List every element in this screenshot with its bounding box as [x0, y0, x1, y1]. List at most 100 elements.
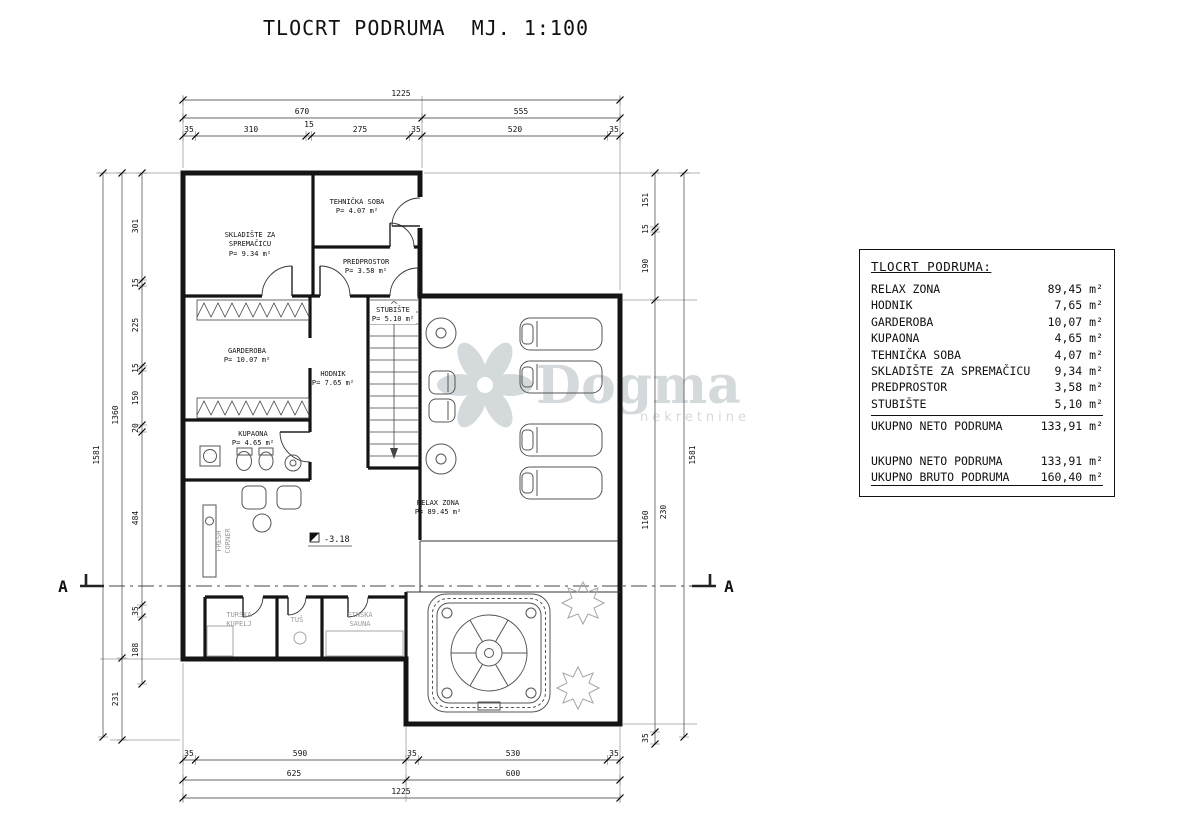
dim-label: 225: [131, 318, 140, 333]
relax-furniture: [425, 317, 603, 500]
lounger-icon: [519, 317, 603, 351]
armchair-icon: [241, 485, 267, 510]
dim-label: 275: [353, 125, 368, 134]
sauna-benches: [206, 625, 404, 657]
side-table-icon: [252, 513, 272, 533]
legend-row-label: GARDEROBA: [871, 314, 934, 329]
dim-label: 1581: [92, 445, 101, 464]
room-label-garderoba: GARDEROBA: [228, 347, 267, 355]
watermark: Dogma nekretnine: [437, 342, 750, 428]
armchair-icon: [276, 485, 302, 510]
dim-label: 15: [131, 278, 140, 288]
room-area-relax-zona: P= 89.45 m²: [415, 508, 461, 516]
dimension-extension-lines: [96, 96, 700, 802]
dim-label: 150: [131, 391, 140, 406]
lounger-icon: [519, 360, 603, 394]
dim-label: 670: [295, 107, 310, 116]
room-label-fresh-corner: CORNER: [224, 528, 232, 554]
chair-icon: [428, 370, 456, 395]
dim-label: 301: [131, 219, 140, 234]
room-label-turska-kupelj: KUPELJ: [226, 620, 251, 628]
dim-label: 35: [641, 733, 650, 743]
dim-label: 190: [641, 259, 650, 274]
dim-label: 1581: [688, 445, 697, 464]
legend-subtotal-label: UKUPNO NETO PODRUMA: [871, 419, 1003, 434]
dim-label: 1160: [641, 510, 650, 529]
room-label-skladiste: SPREMAČICU: [229, 239, 271, 248]
dim-label: 15: [641, 224, 650, 234]
bidet-icon: [258, 447, 274, 456]
jacuzzi: [427, 593, 551, 713]
lounger-icon: [519, 466, 603, 500]
plant-icon: [555, 665, 601, 711]
legend-row-label: KUPAONA: [871, 331, 920, 346]
room-area-stubiste: P= 5.10 m²: [372, 315, 414, 323]
legend-total-value: 160,40 m²: [1040, 470, 1103, 485]
room-label-finska-sauna: FINSKA: [347, 611, 373, 619]
round-table-icon: [425, 317, 457, 349]
dim-label: 231: [111, 692, 120, 707]
legend-gap: [871, 435, 1103, 453]
room-label-hodnik: HODNIK: [320, 370, 346, 378]
legend-subtotal-value: 133,91 m²: [1040, 419, 1103, 434]
dim-label: 15: [131, 363, 140, 373]
shower-drain-icon: [293, 631, 307, 645]
sink-icon: [284, 454, 302, 472]
legend-row-value: 7,65 m²: [1054, 298, 1103, 313]
round-table-icon: [425, 443, 457, 475]
spa-steps-icon: [477, 701, 501, 711]
room-label-finska-sauna: SAUNA: [349, 620, 371, 628]
bathroom-fixtures: [199, 445, 302, 472]
wardrobes: [196, 299, 310, 419]
dimension-lines: 1225 670 555 35 310 15 275 35 520 35 35 …: [92, 89, 697, 804]
legend-row-label: PREDPROSTOR: [871, 380, 948, 395]
legend-row-value: 9,34 m²: [1054, 364, 1103, 379]
drawing-title: TLOCRT PODRUMA MJ. 1:100: [263, 16, 590, 40]
legend-row: TEHNIČKA SOBA 4,07 m²: [871, 347, 1103, 363]
legend-row-label: STUBIŠTE: [871, 396, 927, 411]
watermark-tagline-text: nekretnine: [640, 410, 750, 425]
legend-total-neto: UKUPNO NETO PODRUMA 133,91 m²: [871, 453, 1103, 469]
dim-label: 625: [287, 769, 302, 778]
dim-label: 1360: [111, 405, 120, 424]
legend-row-value: 10,07 m²: [1047, 314, 1103, 329]
dim-label: 1225: [391, 787, 410, 796]
dim-label: 555: [514, 107, 529, 116]
legend-panel: TLOCRT PODRUMA: RELAX ZONA 89,45 m² HODN…: [859, 249, 1115, 498]
legend-total-label: UKUPNO BRUTO PODRUMA: [871, 470, 1010, 485]
washer-icon: [199, 445, 221, 467]
plants: [555, 580, 606, 711]
toilet-icon: [236, 447, 253, 456]
counter-icon: [202, 504, 217, 578]
dim-label: 188: [131, 643, 140, 658]
legend-row: KUPAONA 4,65 m²: [871, 330, 1103, 346]
section-line: A A: [58, 574, 734, 596]
dim-label: 35: [184, 125, 194, 134]
dim-label: 35: [411, 125, 421, 134]
legend-row: SKLADIŠTE ZA SPREMAČICU 9,34 m²: [871, 363, 1103, 379]
dim-label: 590: [293, 749, 308, 758]
dim-label: 151: [641, 193, 650, 208]
dim-label: 35: [184, 749, 194, 758]
chair-icon: [428, 398, 456, 423]
room-label-kupaona: KUPAONA: [238, 430, 268, 438]
room-label-turska-kupelj: TURSKA: [226, 611, 252, 619]
room-area-garderoba: P= 10.07 m²: [224, 356, 270, 364]
legend-row-label: TEHNIČKA SOBA: [871, 347, 962, 362]
interior-walls: [183, 173, 422, 659]
room-area-kupaona: P= 4.65 m²: [232, 439, 274, 447]
legend-title: TLOCRT PODRUMA:: [871, 259, 992, 274]
room-label-skladiste: SKLADIŠTE ZA: [225, 230, 276, 239]
dim-label: 1225: [391, 89, 410, 98]
room-label-fresh-corner: FRESH: [215, 530, 223, 551]
legend-row: RELAX ZONA 89,45 m²: [871, 281, 1103, 297]
legend-row-value: 89,45 m²: [1047, 282, 1103, 296]
legend-row-value: 4,65 m²: [1054, 331, 1103, 346]
room-label-relax-zona: RELAX ZONA: [417, 499, 460, 507]
label-backdrop: [370, 304, 416, 324]
lounger-icon: [519, 423, 603, 457]
legend-total-value: 133,91 m²: [1040, 453, 1103, 468]
room-area-tehnicka-soba: P= 4.07 m²: [336, 207, 378, 215]
dim-label: 35: [609, 749, 619, 758]
dim-label: 310: [244, 125, 259, 134]
